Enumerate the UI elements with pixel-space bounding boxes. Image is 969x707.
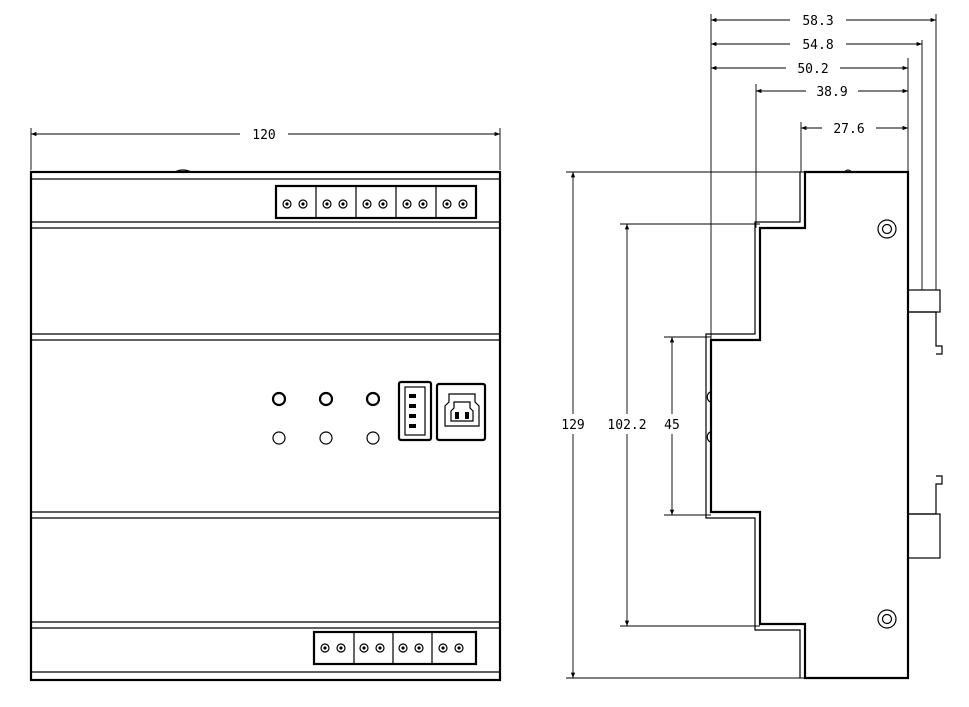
dim-label-58: 58.3 [802, 14, 833, 29]
terminal-block-top [274, 184, 478, 220]
top-notch [174, 169, 192, 173]
din-clip [907, 289, 943, 559]
mounting-screw [877, 219, 897, 629]
dim-label-54: 54.8 [802, 38, 833, 53]
dim-front-width: 120 [30, 128, 501, 170]
led-indicators [271, 391, 381, 445]
usb-a-icon [397, 380, 433, 442]
dim-side-horizontal: 58.3 54.8 50.2 38.9 27.6 [710, 14, 937, 340]
dim-label-38: 38.9 [816, 85, 847, 100]
usb-b-icon [435, 382, 487, 442]
side-profile [709, 170, 910, 680]
dim-side-vertical: 129 102.2 45 [561, 171, 805, 679]
front-view: 120 [29, 128, 502, 682]
front-grooves [31, 178, 500, 673]
dim-label-width: 120 [252, 128, 275, 143]
dim-label-129: 129 [561, 418, 584, 433]
front-body [29, 170, 502, 682]
terminal-block-bottom [312, 630, 478, 666]
terminal-screw [320, 643, 464, 653]
terminal-screw [282, 199, 468, 209]
side-detail [706, 391, 712, 403]
side-view: 58.3 54.8 50.2 38.9 27.6 [561, 14, 943, 680]
dim-label-45: 45 [664, 418, 680, 433]
dim-label-102: 102.2 [607, 418, 646, 433]
dim-label-50: 50.2 [797, 62, 828, 77]
dim-label-27: 27.6 [833, 122, 864, 137]
